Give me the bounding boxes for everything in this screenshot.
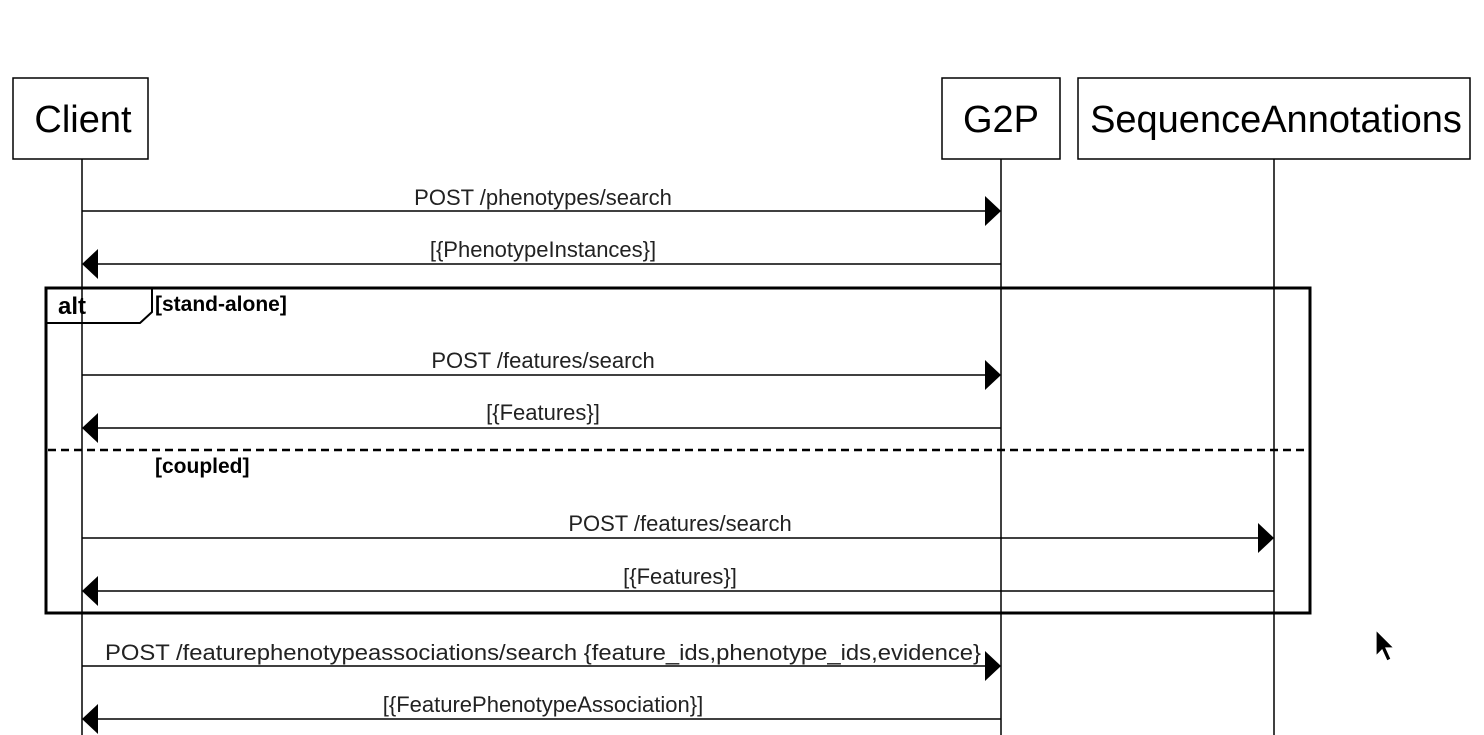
message-featurephenotypeassociation-response: [{FeaturePhenotypeAssociation}] <box>82 692 1001 734</box>
message-label: POST /features/search <box>431 348 654 373</box>
message-label: [{FeaturePhenotypeAssociation}] <box>383 692 703 717</box>
guard-stand-alone: [stand-alone] <box>155 293 287 316</box>
message-post-features-search-seqann: POST /features/search <box>82 511 1274 553</box>
message-label: POST /features/search <box>568 511 791 536</box>
message-post-features-search-g2p: POST /features/search <box>82 348 1001 390</box>
message-label: POST /featurephenotypeassociations/searc… <box>105 640 981 665</box>
message-features-response-g2p: [{Features}] <box>82 400 1001 443</box>
mouse-cursor-icon <box>1375 628 1396 662</box>
participant-seqann-label: SequenceAnnotations <box>1090 99 1462 141</box>
arrowhead-right <box>985 360 1001 390</box>
alt-frame-operator: alt <box>58 293 86 320</box>
message-label: [{Features}] <box>623 564 737 589</box>
participant-g2p-label: G2P <box>963 99 1039 141</box>
participant-g2p[interactable]: G2P <box>941 77 1061 160</box>
participant-seqann[interactable]: SequenceAnnotations <box>1077 77 1471 160</box>
arrowhead-left <box>82 413 98 443</box>
message-label: [{Features}] <box>486 400 600 425</box>
message-label: [{PhenotypeInstances}] <box>430 237 656 262</box>
arrowhead-left <box>82 249 98 279</box>
alt-frame-tab <box>46 287 153 324</box>
arrowhead-right <box>985 196 1001 226</box>
message-label: POST /phenotypes/search <box>414 185 672 210</box>
participant-client[interactable]: Client <box>12 77 149 160</box>
message-phenotype-instances-response: [{PhenotypeInstances}] <box>82 237 1001 279</box>
alt-frame: alt [stand-alone] [coupled] <box>44 286 1312 615</box>
arrowhead-right <box>985 651 1001 681</box>
arrowhead-left <box>82 704 98 734</box>
arrowhead-left <box>82 576 98 606</box>
message-post-phenotypes-search: POST /phenotypes/search <box>82 185 1001 226</box>
message-features-response-seqann: [{Features}] <box>82 564 1274 606</box>
message-post-featurephenotypeassociations-search: POST /featurephenotypeassociations/searc… <box>82 640 1001 681</box>
participant-client-label: Client <box>34 99 132 141</box>
guard-coupled: [coupled] <box>155 455 250 478</box>
arrowhead-right <box>1258 523 1274 553</box>
